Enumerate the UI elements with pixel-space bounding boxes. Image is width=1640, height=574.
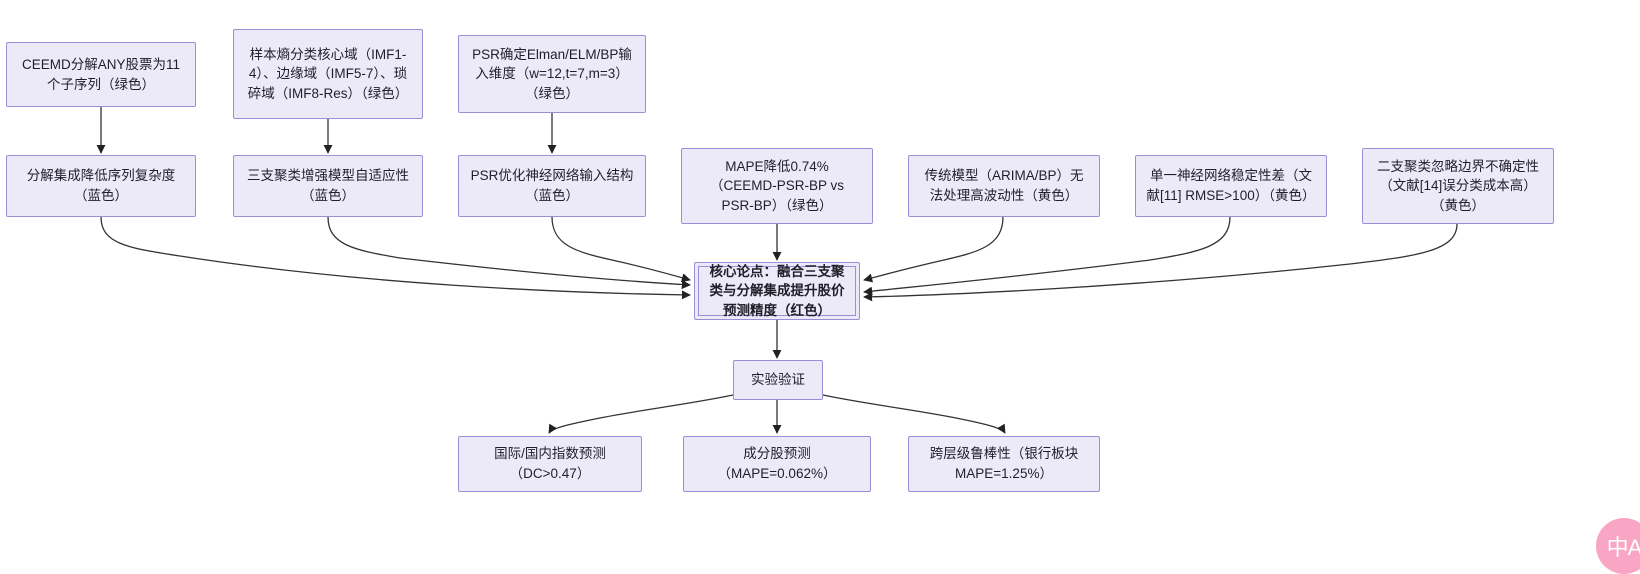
node-label: 核心论点：融合三支聚类与分解集成提升股价预测精度（红色）	[709, 263, 845, 318]
node-label: 传统模型（ARIMA/BP）无法处理高波动性（黄色）	[924, 168, 1084, 203]
node-traditional-model-limitation[interactable]: 传统模型（ARIMA/BP）无法处理高波动性（黄色）	[908, 155, 1100, 217]
watermark-label: 中A	[1606, 535, 1640, 560]
node-ceemd-decomposition[interactable]: CEEMD分解ANY股票为11个子序列（绿色）	[6, 42, 196, 107]
node-label: 单一神经网络稳定性差（文献[11] RMSE>100）（黄色）	[1146, 168, 1316, 203]
node-mape-improvement[interactable]: MAPE降低0.74%（CEEMD-PSR-BP vs PSR-BP）（绿色）	[681, 148, 873, 224]
node-decomposition-reduces-complexity[interactable]: 分解集成降低序列复杂度（蓝色）	[6, 155, 196, 217]
node-label: 国际/国内指数预测（DC>0.47）	[494, 446, 606, 481]
node-label: MAPE降低0.74%（CEEMD-PSR-BP vs PSR-BP）（绿色）	[709, 158, 845, 213]
node-label: 三支聚类增强模型自适应性（蓝色）	[247, 168, 409, 203]
edge-n8-core	[863, 216, 1004, 283]
edge-n5-core	[327, 216, 691, 290]
edge-n4-core	[100, 216, 691, 300]
node-label: 样本熵分类核心域（IMF1-4）、边缘域（IMF5-7）、琐碎域（IMF8-Re…	[247, 46, 409, 101]
node-three-way-clustering-adaptivity[interactable]: 三支聚类增强模型自适应性（蓝色）	[233, 155, 423, 217]
node-label: 实验验证	[751, 372, 805, 388]
node-label: 成分股预测（MAPE=0.062%）	[717, 446, 837, 481]
edge-n10-core	[863, 223, 1458, 302]
node-experimental-validation[interactable]: 实验验证	[733, 360, 823, 400]
node-cross-level-robustness[interactable]: 跨层级鲁棒性（银行板块MAPE=1.25%）	[908, 436, 1100, 492]
node-core-claim[interactable]: 核心论点：融合三支聚类与分解集成提升股价预测精度（红色）	[694, 262, 860, 320]
edge-n9-core	[863, 216, 1231, 296]
node-single-nn-instability[interactable]: 单一神经网络稳定性差（文献[11] RMSE>100）（黄色）	[1135, 155, 1327, 217]
node-label: PSR优化神经网络输入结构（蓝色）	[470, 168, 634, 203]
node-index-prediction[interactable]: 国际/国内指数预测（DC>0.47）	[458, 436, 642, 492]
node-label: 分解集成降低序列复杂度（蓝色）	[26, 168, 176, 203]
node-sample-entropy-classification[interactable]: 样本熵分类核心域（IMF1-4）、边缘域（IMF5-7）、琐碎域（IMF8-Re…	[233, 29, 423, 119]
node-two-way-clustering-limitation[interactable]: 二支聚类忽略边界不确定性（文献[14]误分类成本高）（黄色）	[1362, 148, 1554, 224]
node-label: 二支聚类忽略边界不确定性（文献[14]误分类成本高）（黄色）	[1377, 158, 1539, 213]
node-label: 跨层级鲁棒性（银行板块MAPE=1.25%）	[929, 446, 1079, 481]
node-label: CEEMD分解ANY股票为11个子序列（绿色）	[21, 56, 181, 92]
edge-n6-core	[551, 216, 691, 283]
watermark-badge: 中A	[1596, 518, 1640, 574]
node-constituent-stock-prediction[interactable]: 成分股预测（MAPE=0.062%）	[683, 436, 871, 492]
edge-exp-e1	[548, 394, 734, 434]
node-psr-optimizes-nn-input[interactable]: PSR优化神经网络输入结构（蓝色）	[458, 155, 646, 217]
node-psr-input-dimension[interactable]: PSR确定Elman/ELM/BP输入维度（w=12,t=7,m=3）（绿色）	[458, 35, 646, 113]
edge-exp-e3	[822, 394, 1006, 434]
node-label: PSR确定Elman/ELM/BP输入维度（w=12,t=7,m=3）（绿色）	[472, 46, 632, 101]
